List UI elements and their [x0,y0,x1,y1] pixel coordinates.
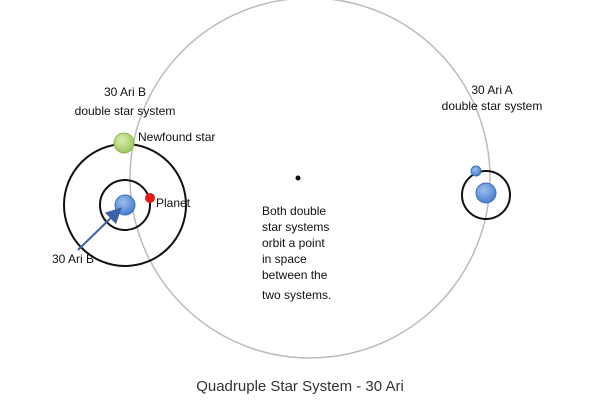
note-line-5: between the [262,268,328,282]
star-30-ari-a-companion [470,165,482,177]
barycenter-point [295,175,301,181]
label-system-a-line2: double star system [442,99,543,113]
inner-orbit-b [99,179,151,231]
note-line-4: in space [262,252,307,266]
label-system-a-line1: 30 Ari A [471,83,512,97]
diagram-title: Quadruple Star System - 30 Ari [196,378,404,395]
note-line-2: star systems [262,220,329,234]
note-line-6: two systems. [262,288,331,302]
planet [145,193,155,203]
label-system-b-line2: double star system [75,104,176,118]
label-newfound-star: Newfound star [138,130,215,144]
note-line-3: orbit a point [262,236,325,250]
common-orbit [129,0,491,359]
note-line-1: Both double [262,204,326,218]
label-star-b: 30 Ari B [52,252,94,266]
star-30-ari-a-primary [475,182,497,204]
pointer-arrow [77,207,122,251]
newfound-star [113,132,135,154]
label-planet: Planet [156,196,191,210]
label-system-b-line1: 30 Ari B [104,85,146,99]
orbit-note: Both double star systems orbit a point i… [262,204,331,302]
orbit-a [461,170,511,220]
